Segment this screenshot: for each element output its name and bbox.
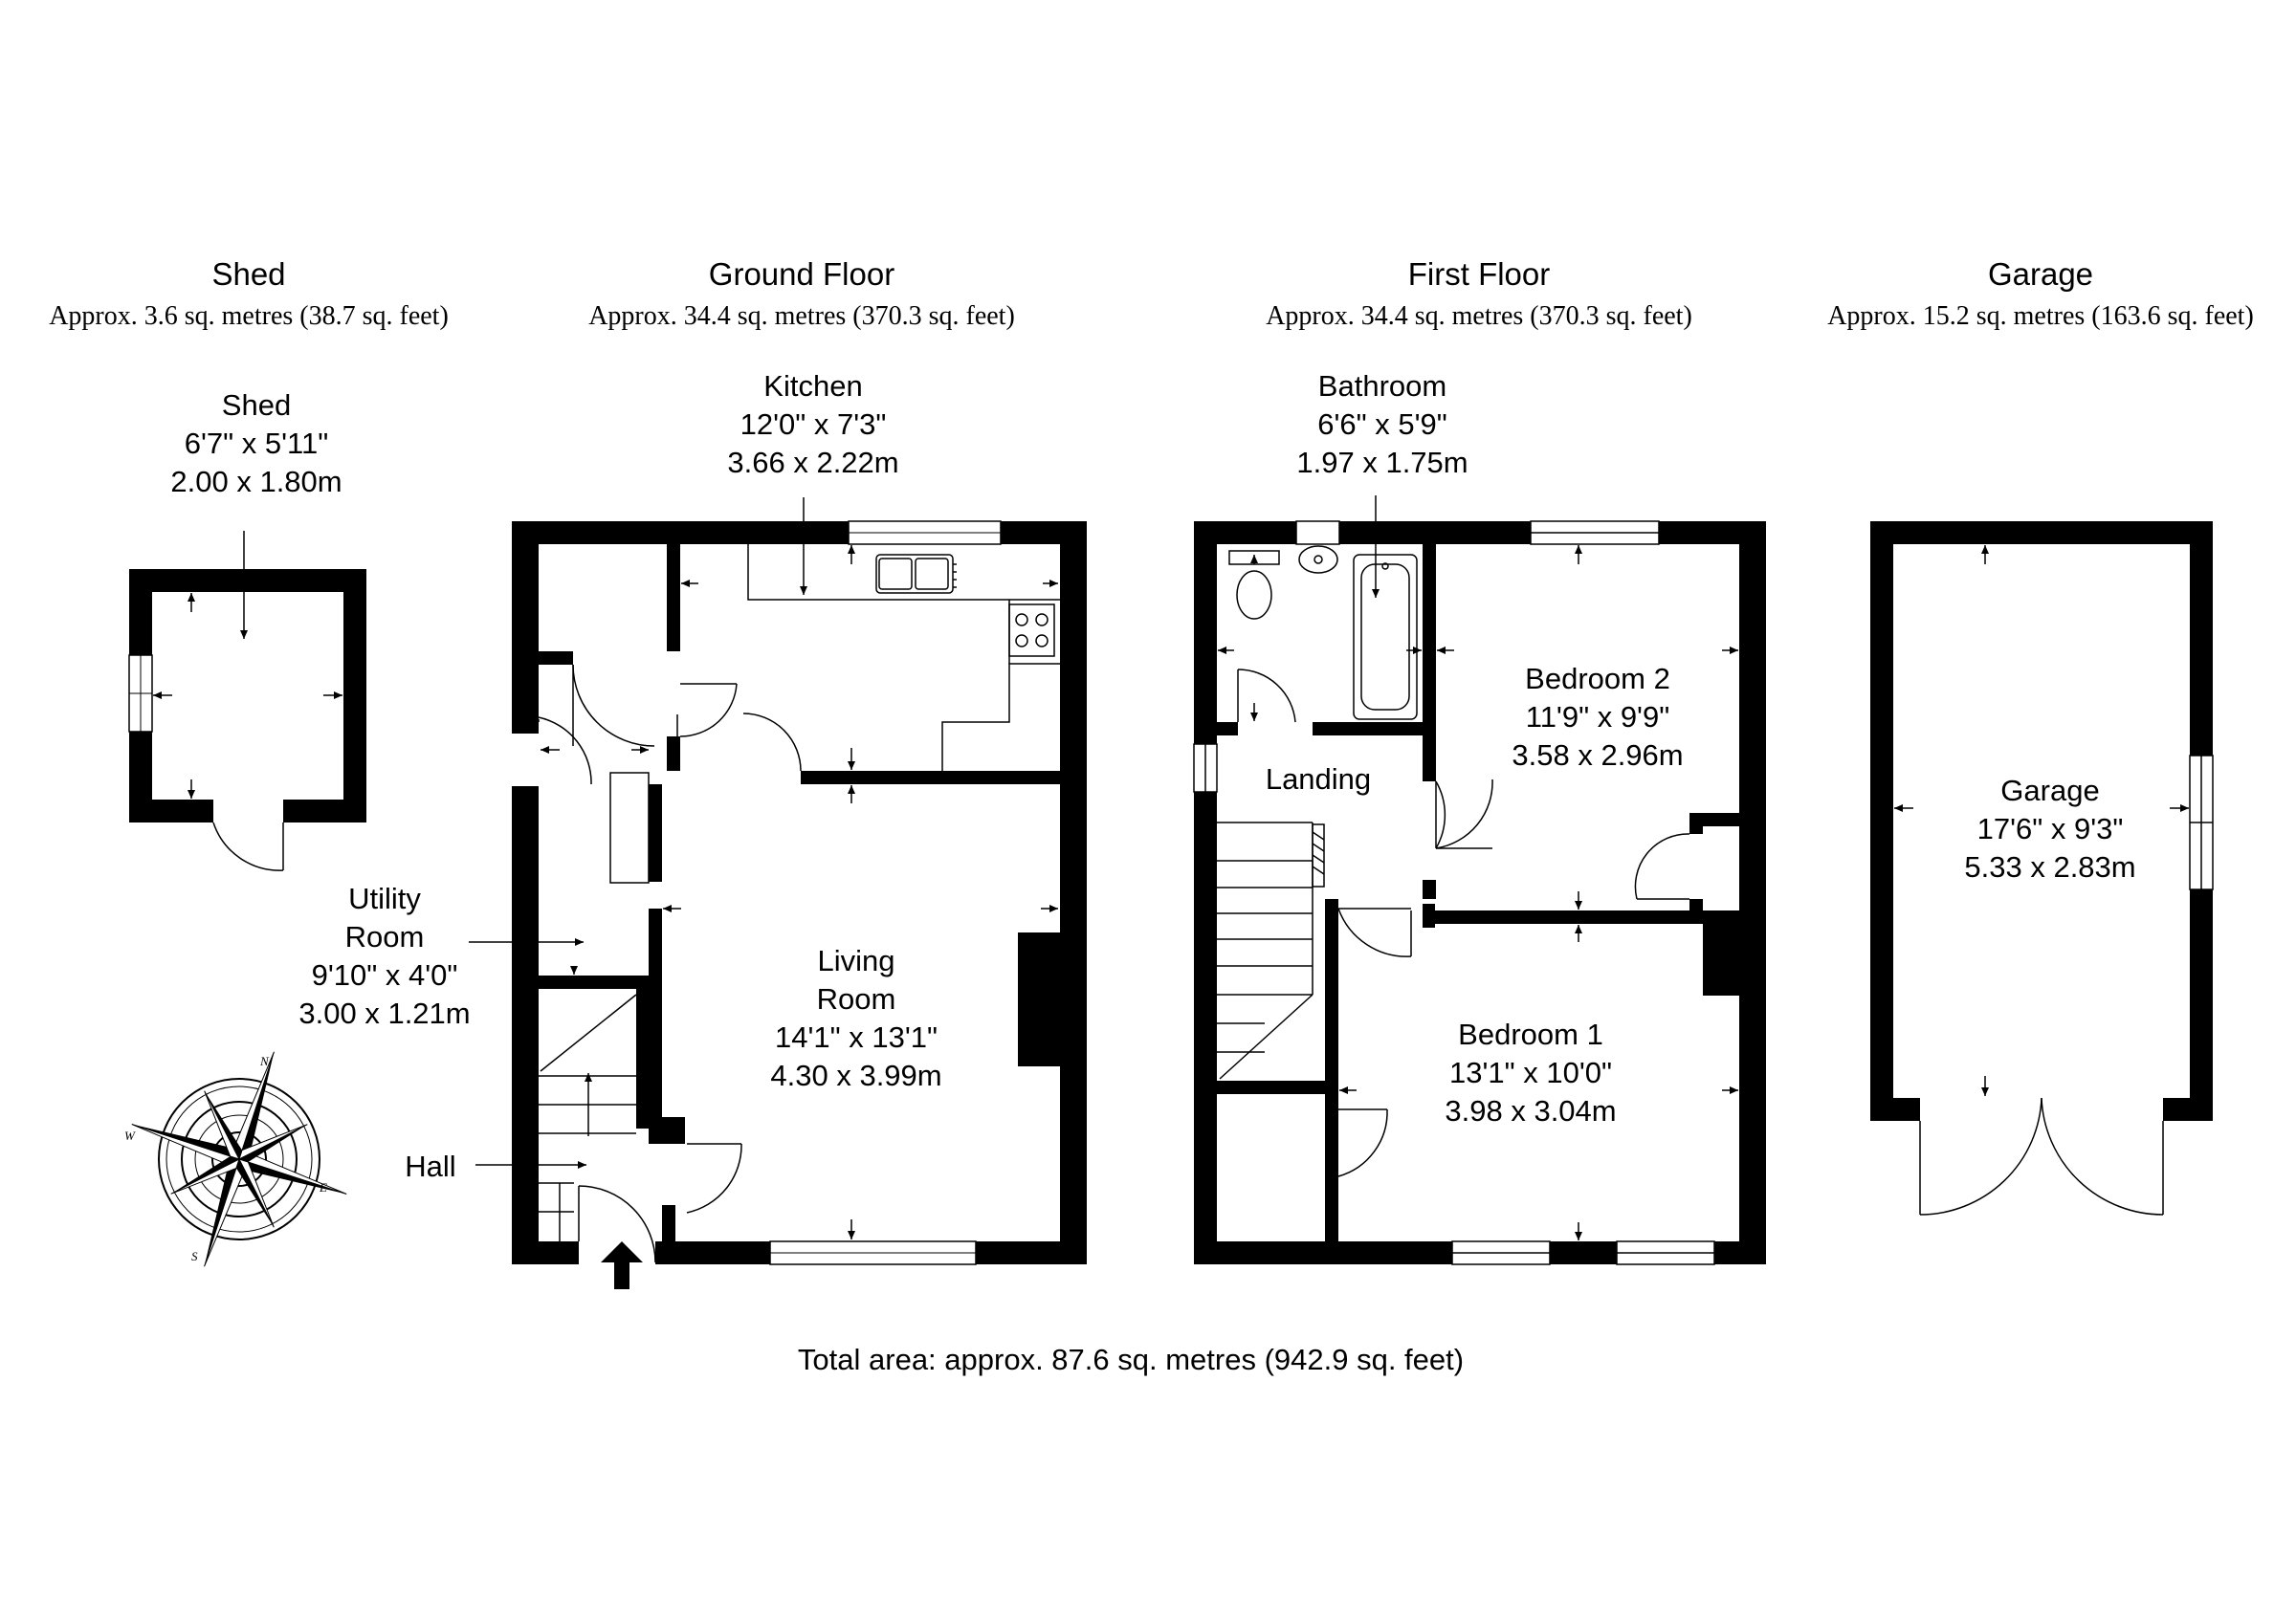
kitchen-window: [848, 520, 1002, 545]
utility-imperial: 9'10" x 4'0": [312, 958, 458, 992]
bathroom-name: Bathroom: [1318, 369, 1446, 403]
first-doors: [1237, 669, 1690, 1177]
utility-name-line1: Utility: [348, 882, 421, 915]
first-floor-title: First Floor: [1408, 256, 1551, 292]
garage-floor-area: Approx. 15.2 sq. metres (163.6 sq. feet): [1827, 301, 2254, 331]
ground-floor-area: Approx. 34.4 sq. metres (370.3 sq. feet): [588, 301, 1015, 331]
compass-rose-icon: N E S W: [124, 1051, 347, 1267]
kitchen-name: Kitchen: [763, 369, 862, 403]
ground-dimension-arrows: [469, 497, 1058, 1239]
ground-floor-plan: Kitchen 12'0" x 7'3" 3.66 x 2.22m Utilit…: [298, 369, 1087, 1289]
garage-room-metric: 5.33 x 2.83m: [1964, 850, 2135, 884]
bedroom2-name: Bedroom 2: [1525, 662, 1670, 695]
first-floor-area: Approx. 34.4 sq. metres (370.3 sq. feet): [1266, 301, 1692, 331]
ground-doors: [538, 664, 802, 1263]
utility-unit: [609, 772, 650, 884]
shed-room-metric: 2.00 x 1.80m: [170, 465, 342, 498]
garage-window: [2189, 755, 2214, 890]
bedroom1-imperial: 13'1" x 10'0": [1449, 1056, 1612, 1089]
garage-dimension-arrows: [1894, 545, 2189, 1096]
utility-metric: 3.00 x 1.21m: [298, 997, 470, 1030]
kitchen-metric: 3.66 x 2.22m: [727, 446, 898, 479]
compass-east: E: [319, 1180, 327, 1195]
ground-floor-title: Ground Floor: [709, 256, 894, 292]
shed-floor-area: Approx. 3.6 sq. metres (38.7 sq. feet): [49, 301, 449, 331]
kitchen-worktop: [747, 544, 1060, 771]
garage-room-imperial: 17'6" x 9'3": [1977, 812, 2124, 845]
hall-name: Hall: [405, 1150, 455, 1183]
first-floor-windows: [1193, 520, 1715, 1265]
living-name-line2: Room: [817, 982, 896, 1016]
compass-north: N: [259, 1054, 270, 1068]
bedroom2-imperial: 11'9" x 9'9": [1526, 700, 1669, 734]
bathroom-metric: 1.97 x 1.75m: [1296, 446, 1468, 479]
bathroom-fixtures: [1228, 545, 1418, 720]
total-area: Total area: approx. 87.6 sq. metres (942…: [798, 1343, 1464, 1376]
landing-name: Landing: [1266, 762, 1371, 796]
first-dimension-arrows: [1218, 495, 1738, 1240]
garage-room-name: Garage: [2000, 774, 2099, 807]
shed-room-name: Shed: [222, 388, 291, 422]
chimney-breast: [1018, 932, 1060, 1066]
first-stairs: [1217, 822, 1325, 1080]
bedroom2-metric: 3.58 x 2.96m: [1512, 738, 1683, 772]
shed-plan: Shed 6'7" x 5'11" 2.00 x 1.80m: [128, 388, 366, 871]
first-floor-plan: Bathroom 6'6" x 5'9" 1.97 x 1.75m Bedroo…: [1193, 369, 1766, 1265]
garage-double-door: [1919, 1097, 2164, 1216]
garage-floor-title: Garage: [1988, 256, 2093, 292]
compass-south: S: [191, 1249, 198, 1263]
kitchen-imperial: 12'0" x 7'3": [740, 407, 887, 441]
shed-window: [128, 654, 153, 733]
garage-plan: Garage 17'6" x 9'3" 5.33 x 2.83m: [1870, 521, 2214, 1216]
ground-stairs: [539, 994, 637, 1241]
living-room-window: [769, 1240, 977, 1265]
entrance-arrow-icon: [601, 1241, 643, 1289]
hob-icon: [1008, 603, 1055, 657]
bathroom-imperial: 6'6" x 5'9": [1317, 407, 1447, 441]
shed-dimension-arrows: [153, 531, 342, 799]
shed-door: [212, 822, 284, 871]
living-metric: 4.30 x 3.99m: [770, 1059, 941, 1092]
bedroom1-name: Bedroom 1: [1458, 1018, 1603, 1051]
compass-west: W: [124, 1129, 136, 1143]
living-name-line1: Living: [818, 944, 895, 977]
bedroom1-metric: 3.98 x 3.04m: [1445, 1094, 1616, 1128]
shed-floor-title: Shed: [211, 256, 285, 292]
living-imperial: 14'1" x 13'1": [775, 1020, 938, 1054]
floor-headers: Shed Approx. 3.6 sq. metres (38.7 sq. fe…: [49, 256, 2254, 331]
shed-room-imperial: 6'7" x 5'11": [185, 427, 328, 460]
utility-name-line2: Room: [345, 920, 425, 954]
